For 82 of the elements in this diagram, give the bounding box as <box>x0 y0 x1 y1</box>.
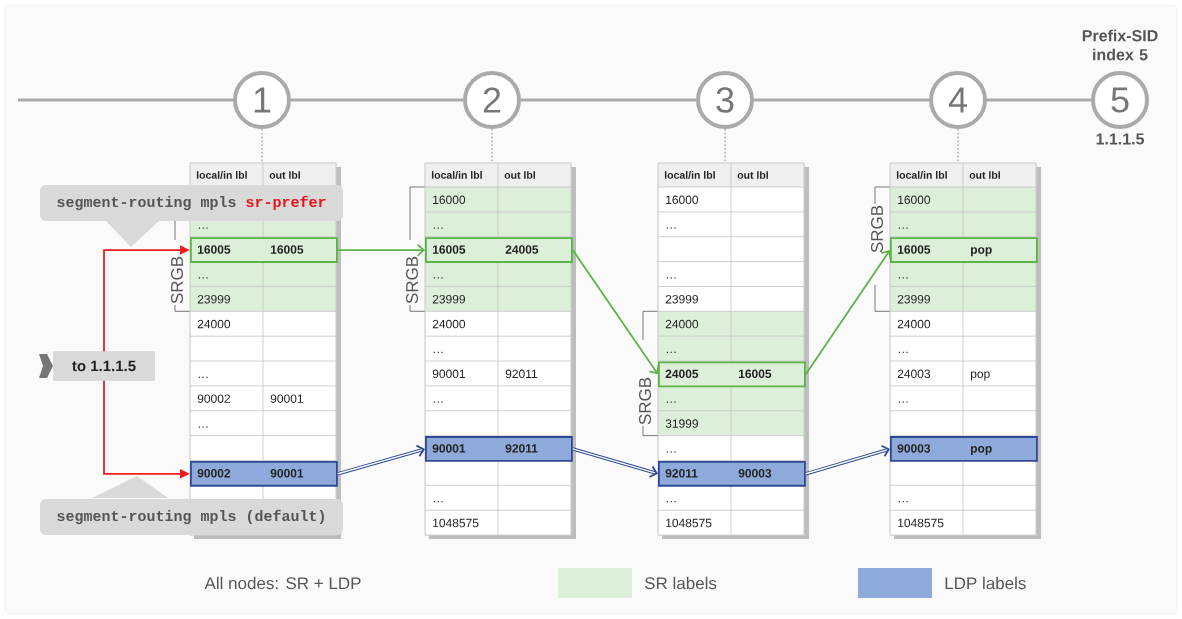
column-header: local/in lbl <box>664 171 715 179</box>
table-cell: 90001 <box>432 369 465 379</box>
table-cell: … <box>666 401 676 403</box>
table-cell: … <box>198 376 208 378</box>
table-cell: … <box>666 227 676 229</box>
table-cell: … <box>898 227 908 229</box>
table-cell: … <box>198 426 208 428</box>
highlighted-row: 24005 16005 <box>658 361 806 388</box>
table-cell: 23999 <box>432 295 465 304</box>
legend-label: SR labels <box>645 576 717 590</box>
table-cell: 24000 <box>432 319 466 329</box>
table-cell: 24000 <box>665 319 699 329</box>
column-header: out lbl <box>969 171 1000 179</box>
table-cell: pop <box>971 371 990 381</box>
range-label: SRGB <box>639 377 652 425</box>
table-cell: 23999 <box>897 295 930 304</box>
table-cell: 16000 <box>898 195 931 205</box>
table-cell: 1048575 <box>898 518 944 528</box>
highlighted-row: 16005 24005 <box>425 237 573 263</box>
connector-line <box>987 98 1091 102</box>
connector-line <box>957 128 959 164</box>
table-cell: … <box>433 277 443 279</box>
table-cell: … <box>898 500 908 503</box>
table-cell: … <box>666 277 676 279</box>
table-cell: … <box>198 227 208 229</box>
table-cell: … <box>898 277 908 279</box>
arrow <box>804 250 892 376</box>
column-header: out lbl <box>737 171 768 179</box>
highlighted-row: 90001 92011 <box>425 436 573 462</box>
arrow <box>571 249 660 375</box>
table-cell: 90002 <box>197 394 230 403</box>
note-text: All nodes: SR + LDP <box>204 576 361 590</box>
range-label: SRGB <box>406 256 419 304</box>
connector-line <box>724 128 726 164</box>
table-cell: 1048575 <box>666 518 712 528</box>
highlighted-row: 16005 pop <box>890 237 1038 263</box>
table-cell: 1048575 <box>433 518 479 528</box>
table-cell: … <box>433 227 443 229</box>
table-cell: 31999 <box>665 419 698 428</box>
highlighted-row: 90003 pop <box>890 436 1038 462</box>
arrow <box>572 447 658 478</box>
table-cell: 24000 <box>197 319 231 329</box>
connector-line <box>491 128 493 164</box>
table-cell: … <box>433 500 443 503</box>
column-header: local/in lbl <box>896 171 947 179</box>
arrow <box>336 243 425 257</box>
connector-line <box>521 98 696 102</box>
connector-line <box>754 98 929 102</box>
column-header: local/in lbl <box>431 171 482 179</box>
arrow <box>337 444 425 476</box>
table-cell: … <box>898 351 908 354</box>
node-caption: Prefix-SID index 5 <box>1082 29 1158 61</box>
table-cell: 24000 <box>897 319 931 329</box>
table-cell: … <box>666 500 676 503</box>
table-cell: … <box>666 351 676 354</box>
column-header: local/in lbl <box>196 171 247 179</box>
table-cell: 16000 <box>666 195 699 205</box>
arrow <box>805 444 890 476</box>
node-caption: 1.1.1.5 <box>1096 133 1145 145</box>
highlighted-row: 90002 90001 <box>190 460 338 487</box>
table-cell: 90001 <box>270 394 303 403</box>
table-cell: … <box>198 277 208 279</box>
table-cell: … <box>898 401 908 403</box>
table-cell: 23999 <box>665 295 698 304</box>
table-cell: … <box>666 451 676 453</box>
highlighted-row: 92011 90003 <box>658 460 806 487</box>
destination-tag: to 1.1.1.5 <box>39 351 155 381</box>
table-cell: 16000 <box>433 195 466 205</box>
table-cell: 24003 <box>897 369 931 379</box>
range-label: SRGB <box>171 256 184 304</box>
table-cell: 92011 <box>505 369 538 379</box>
column-header: out lbl <box>269 171 300 179</box>
range-label: SRGB <box>871 205 884 253</box>
highlighted-row: 16005 16005 <box>190 237 338 263</box>
connector-line <box>261 128 263 164</box>
connector-line <box>18 98 233 102</box>
column-header: out lbl <box>504 171 535 179</box>
table-cell: … <box>433 351 443 354</box>
table-cell: 23999 <box>197 295 230 304</box>
table-cell: … <box>433 401 443 403</box>
legend-label: LDP labels <box>945 576 1026 590</box>
connector-line <box>291 98 463 102</box>
